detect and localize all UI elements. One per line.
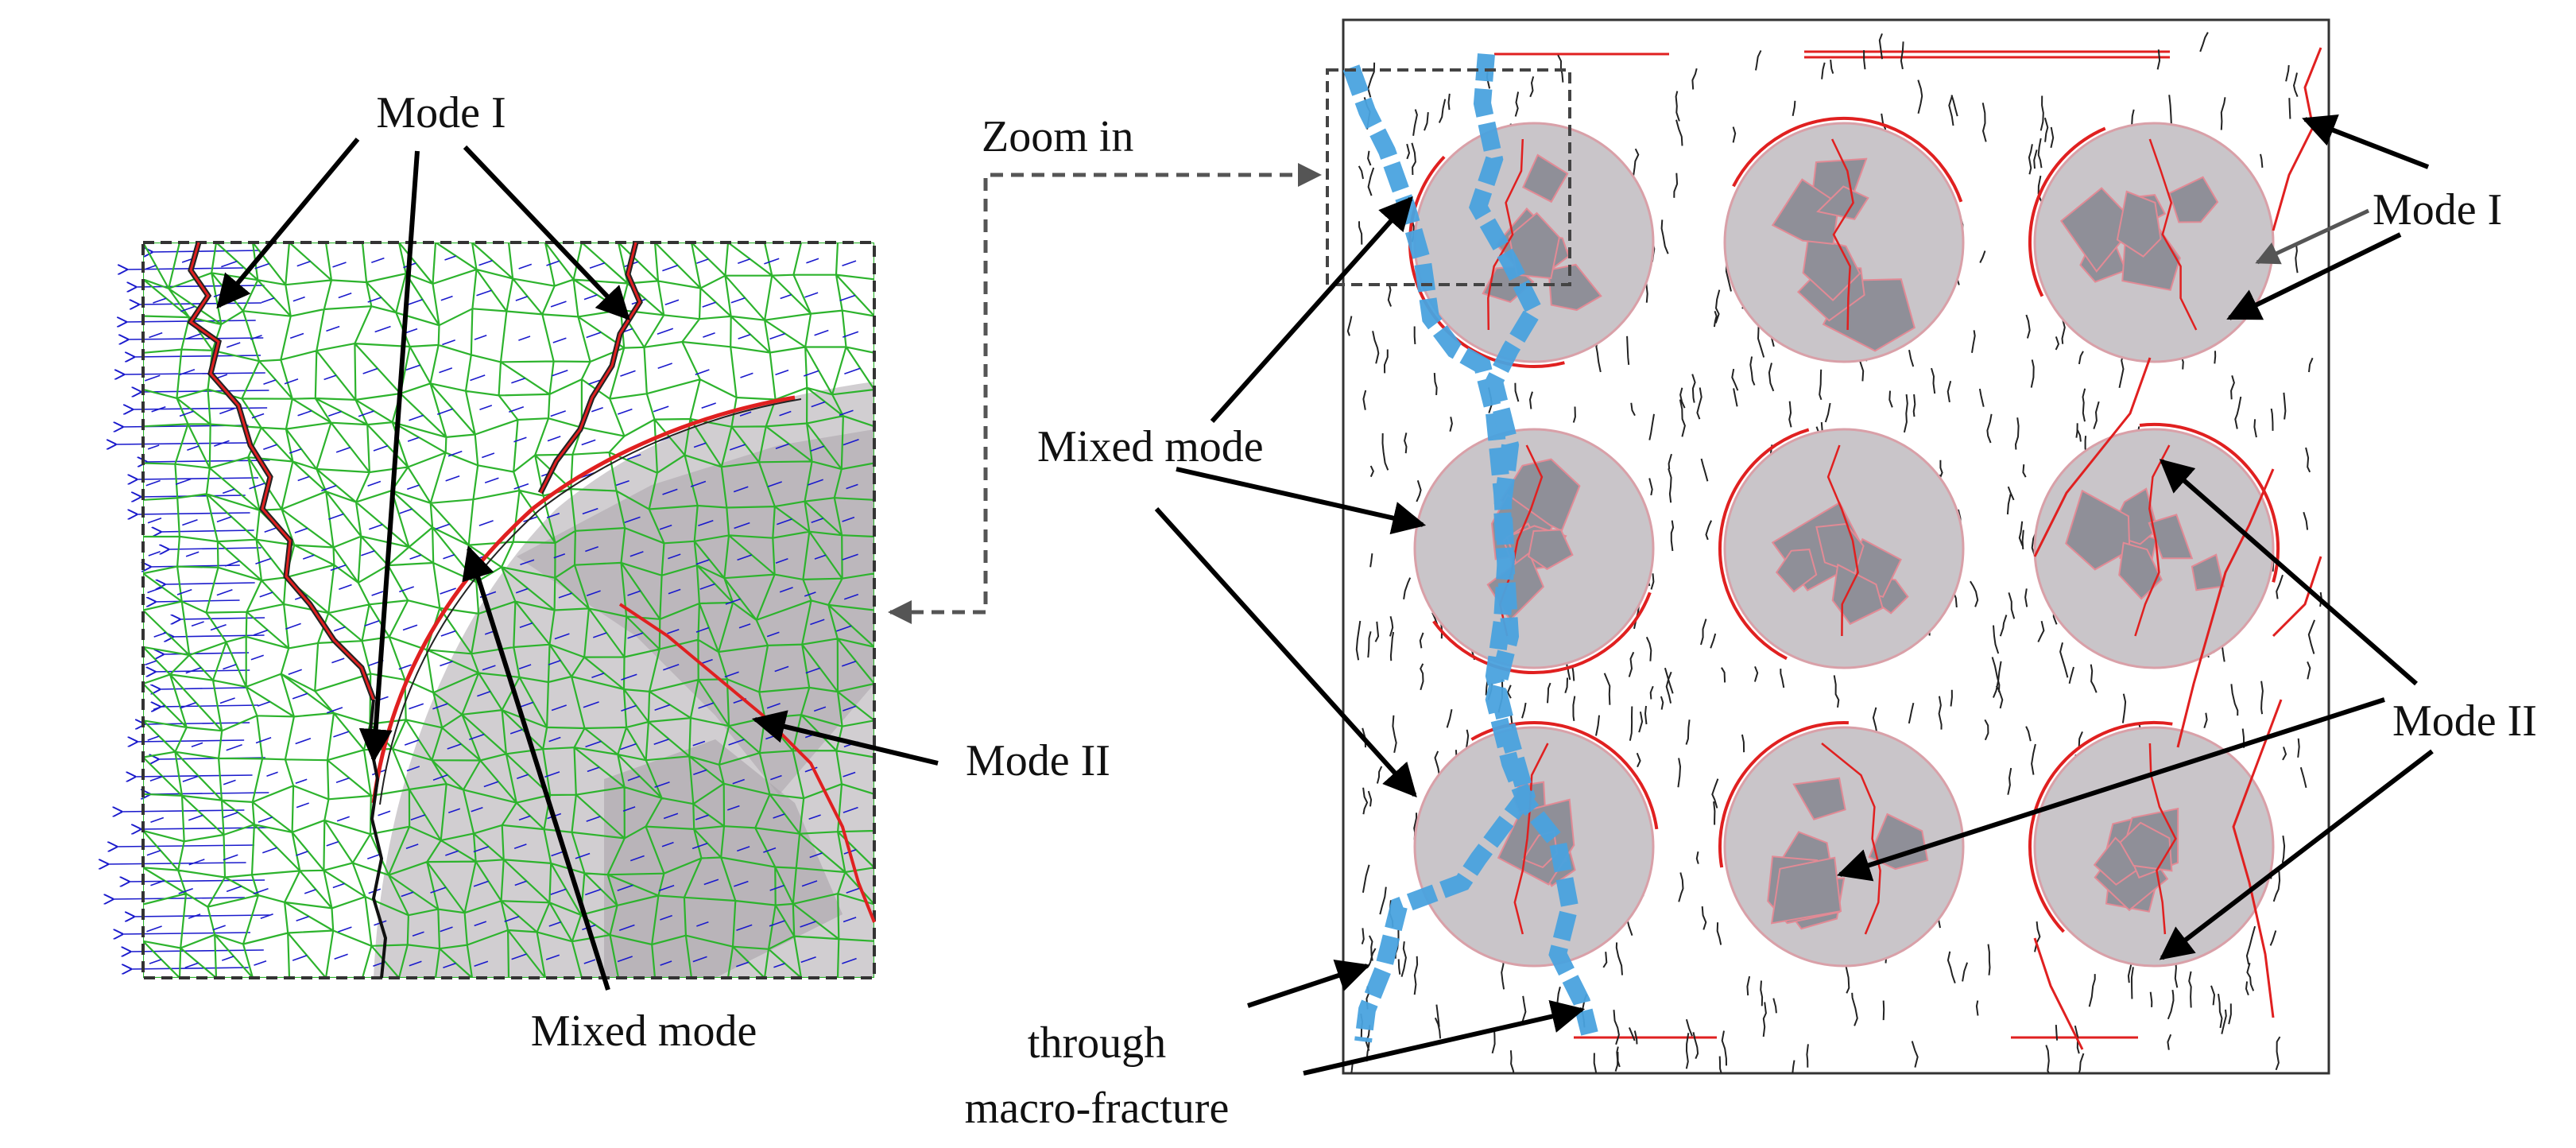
particle [1718,428,1965,669]
interface-crack [2028,720,2173,933]
force-vector [136,478,259,479]
force-vector [154,670,250,672]
interface-crack [2028,126,2106,297]
force-vector [162,653,250,654]
inclusion [1831,563,1884,626]
force-vector [112,898,245,899]
mesh-edges [143,242,874,978]
zoom-connector [888,163,1322,624]
inclusion [1771,178,1840,246]
force-vector [133,355,261,357]
internal-crack [2134,444,2171,637]
force-vector [154,600,240,602]
left-mode-i-label: Mode I [376,88,506,138]
particle [2028,122,2275,363]
force-vector [149,793,269,794]
force-vector [149,565,240,567]
inclusion [2116,190,2162,258]
mode-ii-crack [371,395,796,804]
force-vector [130,950,264,952]
force-vector [122,373,265,374]
macro-fracture-label-line2: macro-fracture [965,1084,1230,1133]
force-vector [136,740,245,742]
inclusion [2191,553,2225,591]
force-vector [168,548,261,549]
particle [1723,116,1965,363]
internal-crack [2148,138,2198,331]
right-mixed-mode-label: Mixed mode [1037,422,1264,471]
force-vector [107,863,246,864]
inclusion [1528,529,1574,570]
force-vector [133,915,270,917]
voronoi-mesh [143,242,874,978]
interface-crack [1432,591,1652,674]
inclusion [1816,185,1869,220]
inclusion [1775,549,1818,593]
boundary-cracks [1494,50,2170,1039]
internal-crack [1826,444,1859,637]
inclusion [2119,821,2173,872]
left-annotation-arrows [216,138,939,991]
inclusion [1548,263,1602,312]
interface-crack [1732,116,1963,203]
inclusion [1792,777,1846,820]
zoom-region-box [1326,68,1571,286]
internal-crack [1513,743,1549,935]
internal-crack [1830,138,1854,331]
specimen-panel: Mode I Mode II Mixed mode through macro-… [965,18,2537,1133]
interface-crack [1718,721,1849,868]
force-vector [128,880,265,882]
force-vector [179,618,265,619]
inclusion [2065,489,2131,571]
zoom-in-label: Zoom in [982,112,1133,161]
particle [2028,720,2275,968]
internal-crack [1487,138,1524,331]
force-vector [136,513,250,514]
force-vector [122,933,251,934]
inclusion [1508,211,1560,280]
particle [1408,122,1655,368]
right-annotation-arrows [1154,114,2434,1076]
inclusion-shape [517,429,874,795]
left-mixed-mode-label: Mixed mode [531,1006,757,1056]
inclusion [2118,541,2163,600]
inclusion [1521,153,1569,204]
force-vector [116,845,254,847]
inclusion [1868,813,1929,871]
left-mode-ii-label: Mode II [966,736,1110,785]
force-vector [159,705,259,707]
force-vector [160,530,254,532]
particle-grid [1408,116,2280,968]
inclusion [2148,514,2194,560]
particle [1413,428,1655,674]
macro-fracture-path-b [1469,53,1598,1036]
particle [1718,721,1965,968]
inclusion [1770,856,1842,925]
force-vector [130,968,249,969]
interface-crack [1718,428,1810,661]
grey-pointer [2255,208,2370,265]
force-vector [134,775,253,777]
macro-fracture [1342,53,1598,1043]
particle [2033,422,2280,669]
internal-crack [1821,743,1881,935]
force-vector [164,583,255,584]
force-vector [131,408,268,409]
zoomed-mesh-panel: Mode I Mode II Mixed mode [107,88,1110,1056]
right-mode-i-label: Mode I [2373,185,2502,235]
force-vector [126,338,264,339]
inter-particle-cracks [2033,47,2322,1050]
interface-crack [2139,422,2280,583]
force-vector [139,828,269,829]
force-vector [159,688,246,689]
inclusion [2168,176,2219,223]
crack-paths [187,242,876,979]
right-mode-ii-label: Mode II [2392,696,2537,746]
force-vector [151,250,261,252]
macro-fracture-label-line1: through [1028,1018,1166,1068]
